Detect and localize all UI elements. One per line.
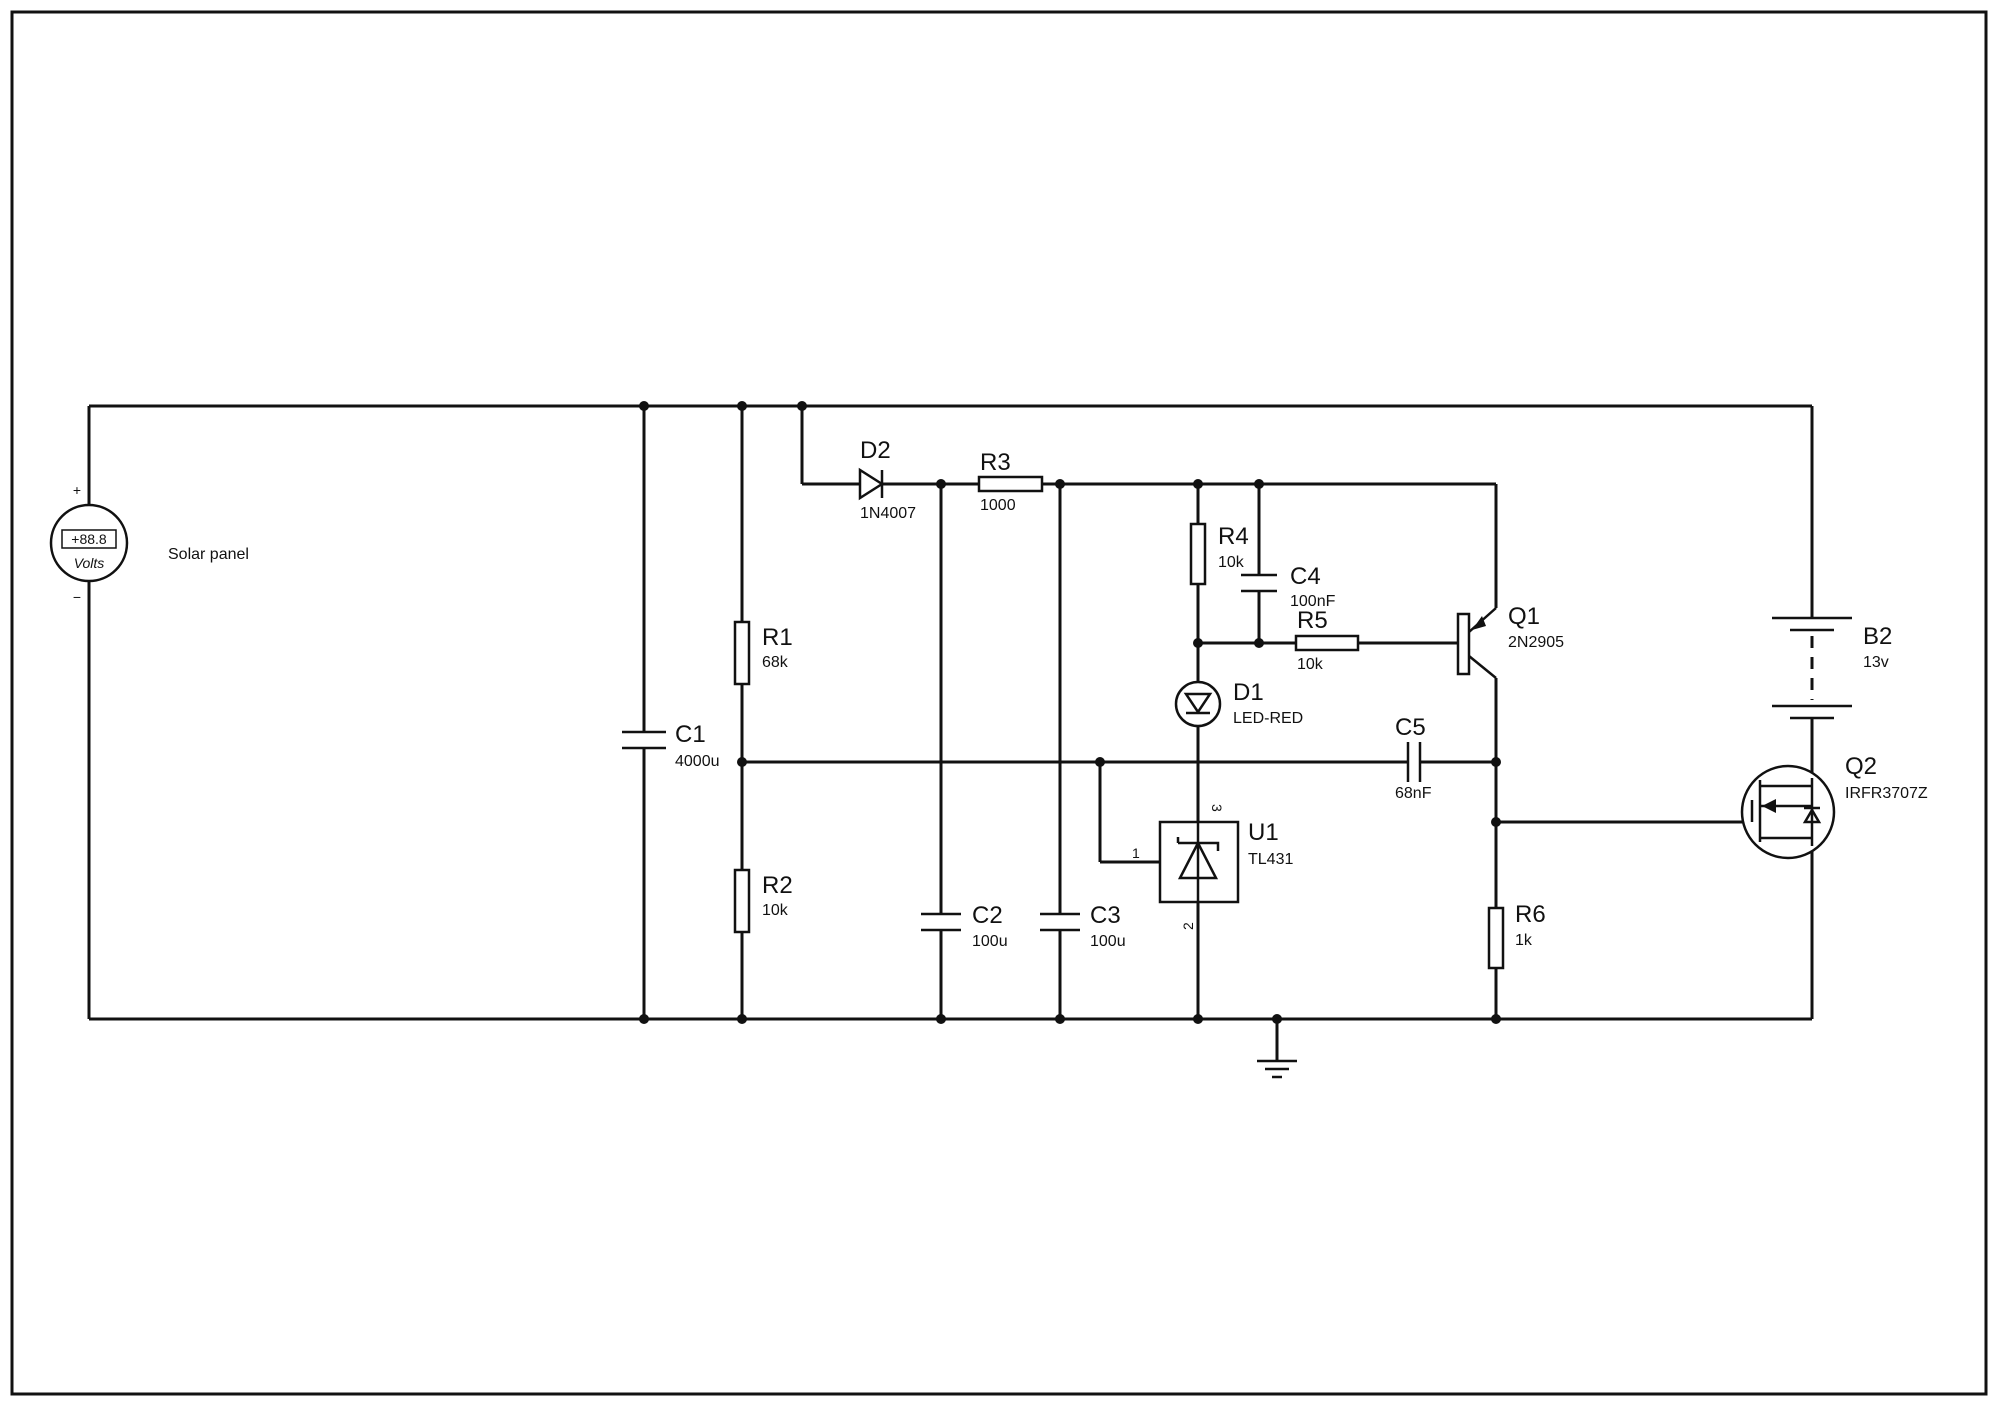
- c3-value: 100u: [1090, 933, 1126, 950]
- d2-value: 1N4007: [860, 505, 916, 522]
- capacitor-c4: [1241, 573, 1277, 593]
- u1-value: TL431: [1248, 851, 1293, 868]
- q1-value: 2N2905: [1508, 634, 1564, 651]
- resistor-r1: [733, 620, 751, 686]
- r4-value: 10k: [1218, 554, 1245, 571]
- r3-value: 1000: [980, 497, 1016, 514]
- c1-ref: C1: [675, 721, 706, 748]
- r5-value: 10k: [1297, 656, 1324, 673]
- capacitor-c3: [1040, 912, 1080, 932]
- capacitor-c5: [1406, 742, 1422, 782]
- resistor-r3: [977, 475, 1044, 493]
- u1-pin-1: 1: [1132, 845, 1140, 861]
- r1-ref: R1: [762, 624, 793, 651]
- resistor-r2: [733, 868, 751, 934]
- shunt-regulator-u1: [1158, 820, 1240, 904]
- meter-plus: +: [73, 482, 81, 498]
- u1-pin-2: 2: [1180, 922, 1196, 930]
- junctions: [639, 401, 1501, 1024]
- q1-ref: Q1: [1508, 603, 1540, 630]
- resistor-r6: [1487, 906, 1505, 970]
- voltmeter: +88.8 Volts + −: [49, 482, 129, 605]
- meter-minus: −: [73, 589, 81, 605]
- capacitor-c2: [921, 912, 961, 932]
- battery-b2: [1772, 616, 1852, 720]
- c1-value: 4000u: [675, 753, 720, 770]
- meter-unit: Volts: [74, 555, 105, 571]
- r3-ref: R3: [980, 449, 1011, 476]
- r6-ref: R6: [1515, 901, 1546, 928]
- r5-ref: R5: [1297, 607, 1328, 634]
- c5-value: 68nF: [1395, 785, 1432, 802]
- c2-value: 100u: [972, 933, 1008, 950]
- transistor-q1: [1456, 607, 1497, 679]
- r2-ref: R2: [762, 872, 793, 899]
- r4-ref: R4: [1218, 523, 1249, 550]
- mosfet-q2: [1740, 764, 1836, 860]
- q2-value: IRFR3707Z: [1845, 785, 1928, 802]
- b2-value: 13v: [1863, 654, 1889, 671]
- q2-ref: Q2: [1845, 753, 1877, 780]
- b2-ref: B2: [1863, 623, 1892, 650]
- c4-ref: C4: [1290, 563, 1321, 590]
- resistor-r5: [1294, 634, 1360, 652]
- r1-value: 68k: [762, 654, 789, 671]
- meter-display: +88.8: [71, 531, 107, 547]
- r6-value: 1k: [1515, 932, 1533, 949]
- page-frame: [10, 10, 1988, 1396]
- d1-value: LED-RED: [1233, 710, 1303, 727]
- wires: [87, 404, 1814, 1061]
- c4-value: 100nF: [1290, 593, 1336, 610]
- resistor-r4: [1189, 522, 1207, 586]
- u1-pin-3: 3: [1209, 804, 1225, 812]
- d2-ref: D2: [860, 437, 891, 464]
- source-label: Solar panel: [168, 546, 249, 563]
- c2-ref: C2: [972, 902, 1003, 929]
- d1-ref: D1: [1233, 679, 1264, 706]
- meter-display-box: [61, 529, 117, 549]
- c3-ref: C3: [1090, 902, 1121, 929]
- capacitor-c1: [622, 730, 666, 750]
- r2-value: 10k: [762, 902, 789, 919]
- ground-symbol: [1257, 1059, 1297, 1079]
- diode-d2: [858, 467, 885, 501]
- u1-ref: U1: [1248, 819, 1279, 846]
- c5-ref: C5: [1395, 714, 1426, 741]
- led-d1: [1174, 680, 1222, 728]
